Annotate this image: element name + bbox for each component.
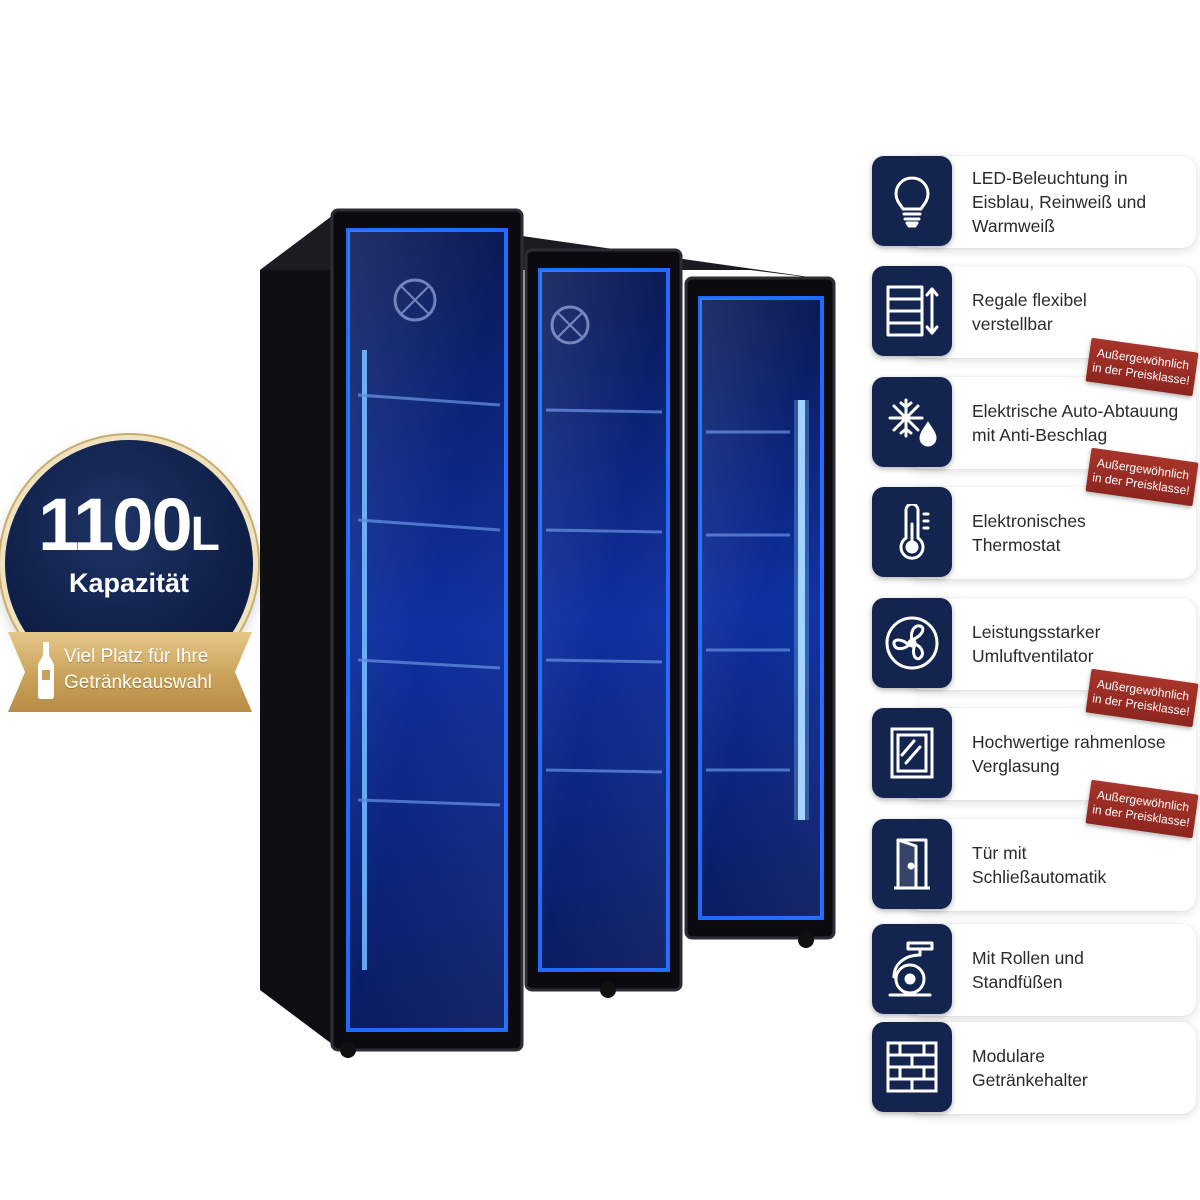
fridge-illustration	[260, 208, 836, 1058]
feature-text: Regale flexibel verstellbar	[972, 262, 1194, 362]
feature-line: Getränkehalter	[972, 1070, 1088, 1090]
fridge-side-panel	[260, 210, 340, 1050]
feature-line: Eisblau, Reinweiß und	[972, 192, 1147, 212]
feature-card-bg	[908, 598, 1196, 690]
feature-text: Hochwertige rahmenlose Verglasung	[972, 704, 1194, 804]
feature-card-shelves: Regale flexibel verstellbar	[868, 262, 1198, 362]
feature-text: Tür mit Schließautomatik	[972, 815, 1194, 915]
capacity-badge: 1100L Kapazität Viel Platz für Ihre Getr…	[0, 440, 260, 730]
thermometer-icon	[899, 504, 930, 560]
feature-icon-box	[872, 708, 952, 798]
feature-line: Leistungsstarker	[972, 622, 1101, 642]
feature-icon-box	[872, 598, 952, 688]
feature-card-wheels: Mit Rollen und Standfüßen	[868, 920, 1198, 1020]
feature-card-thermostat: Elektronisches Thermostat Außergewöhnlic…	[868, 447, 1199, 583]
light-bulb-icon	[894, 176, 930, 228]
glass-frame-icon	[890, 727, 934, 779]
capacity-unit: L	[190, 508, 220, 561]
feature-icon-box	[872, 819, 952, 909]
feature-card-bg	[908, 487, 1196, 579]
feature-line: Elektronisches	[972, 511, 1086, 531]
feature-line: Standfüßen	[972, 972, 1063, 992]
feature-card-glass: Hochwertige rahmenlose Verglasung Außerg…	[868, 668, 1199, 804]
feature-line: Regale flexibel	[972, 290, 1087, 310]
feature-icon-box	[872, 1022, 952, 1112]
capacity-number: 1100	[38, 483, 193, 566]
feature-card-bg	[908, 377, 1196, 469]
feature-icon-box	[872, 377, 952, 467]
feature-card-bg	[908, 1022, 1196, 1114]
feature-text: Elektronisches Thermostat	[972, 483, 1194, 583]
feature-text: Modulare Getränkehalter	[972, 1018, 1194, 1118]
bottle-icon	[38, 642, 54, 699]
feature-card-rack: Modulare Getränkehalter	[868, 1018, 1198, 1118]
feature-line: verstellbar	[972, 314, 1053, 334]
feature-icon-box	[872, 924, 952, 1014]
shelf-adjust-icon	[886, 285, 939, 337]
feature-line: Hochwertige rahmenlose	[972, 732, 1166, 752]
capacity-value: 1100L	[0, 485, 258, 575]
feature-card-bg	[908, 924, 1196, 1016]
feature-line: Elektrische Auto-Abtauung	[972, 401, 1179, 421]
feature-line: Verglasung	[972, 756, 1060, 776]
fridge-door-left	[330, 208, 524, 1058]
feature-card-defrost: Elektrische Auto-Abtauung mit Anti-Besch…	[868, 337, 1199, 473]
ribbon-line-1: Viel Platz für Ihre	[64, 646, 209, 667]
feature-text: Mit Rollen und Standfüßen	[972, 920, 1194, 1020]
feature-line: Thermostat	[972, 535, 1061, 555]
fridge-door-right	[684, 276, 836, 948]
feature-icon-box	[872, 487, 952, 577]
caster-wheel-icon	[888, 941, 934, 997]
feature-line: Umluftventilator	[972, 646, 1094, 666]
feature-line: Modulare	[972, 1046, 1045, 1066]
feature-line: Mit Rollen und	[972, 948, 1084, 968]
capacity-label: Kapazität	[68, 568, 190, 598]
feature-line: Warmweiß	[972, 216, 1055, 236]
feature-card-door: Tür mit Schließautomatik Außergewöhnlich…	[868, 779, 1199, 915]
feature-line: Tür mit	[972, 843, 1027, 863]
feature-icon-box	[872, 156, 952, 246]
door-icon	[894, 838, 930, 890]
feature-card-led: LED-Beleuchtung in Eisblau, Reinweiß und…	[868, 152, 1198, 252]
bottle-rack-icon	[886, 1041, 938, 1093]
feature-text: Elektrische Auto-Abtauung mit Anti-Besch…	[972, 373, 1194, 473]
feature-card-bg	[908, 156, 1196, 248]
feature-card-bg	[908, 708, 1196, 800]
fridge-door-middle	[524, 248, 683, 998]
capacity-ribbon-text: Viel Platz für Ihre Getränkeauswahl	[64, 644, 244, 696]
feature-line: Schließautomatik	[972, 867, 1107, 887]
snowflake-drop-icon	[888, 398, 937, 447]
ribbon-line-2: Getränkeauswahl	[64, 672, 212, 693]
feature-icon-box	[872, 266, 952, 356]
fan-icon	[885, 616, 939, 670]
feature-card-bg	[908, 266, 1196, 358]
feature-text: LED-Beleuchtung in Eisblau, Reinweiß und…	[972, 152, 1194, 252]
feature-line: mit Anti-Beschlag	[972, 425, 1108, 445]
feature-card-bg	[908, 819, 1196, 911]
feature-line: LED-Beleuchtung in	[972, 168, 1128, 188]
feature-text: Leistungsstarker Umluftventilator	[972, 594, 1194, 694]
feature-card-fan: Leistungsstarker Umluftventilator	[868, 594, 1198, 694]
